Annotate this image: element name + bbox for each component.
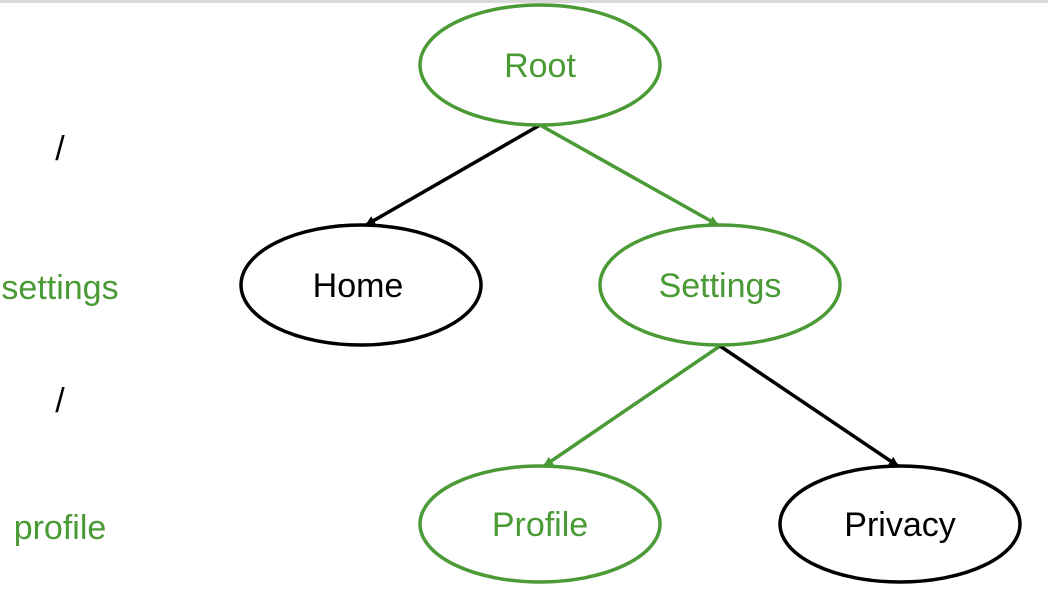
edge-root-settings: [539, 123, 719, 227]
node-home-ellipse: [239, 223, 483, 347]
node-root-ellipse: [418, 3, 662, 127]
node-home-label: Home: [313, 267, 404, 305]
path-segment-slash-1: /: [55, 130, 65, 168]
node-settings: Settings: [598, 223, 842, 347]
node-profile-label: Profile: [492, 506, 588, 544]
edge-root-home: [365, 123, 541, 227]
node-root: Root: [418, 3, 662, 127]
path-segment-slash-2: /: [55, 382, 65, 420]
node-privacy-ellipse: [778, 464, 1022, 584]
node-profile: Profile: [418, 464, 662, 584]
path-segment-settings: settings: [1, 269, 118, 307]
node-profile-ellipse: [418, 464, 662, 584]
edge-settings-profile: [543, 344, 721, 468]
top-border: [0, 0, 1048, 3]
path-segment-profile: profile: [14, 509, 107, 547]
url-path-segments: / settings / profile: [1, 130, 118, 547]
node-settings-ellipse: [598, 223, 842, 347]
node-settings-label: Settings: [659, 267, 782, 305]
edge-settings-privacy: [719, 344, 899, 468]
node-privacy-label: Privacy: [844, 506, 955, 544]
node-privacy: Privacy: [778, 464, 1022, 584]
node-home: Home: [239, 223, 483, 347]
node-root-label: Root: [504, 47, 576, 85]
